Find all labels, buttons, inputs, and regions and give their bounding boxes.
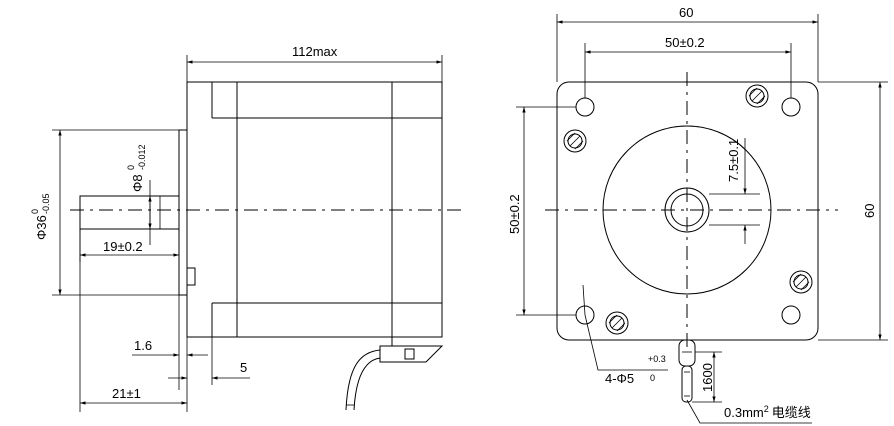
dim-hole-spacing-v: 50±0.2 xyxy=(507,194,522,234)
cable xyxy=(345,349,381,411)
dim-shaft-tol-lower: -0.012 xyxy=(137,144,147,170)
dim-cable-length: 1600 xyxy=(700,363,715,392)
dim-holes-tol-upper: +0.3 xyxy=(648,354,666,364)
cable-exit xyxy=(678,339,696,403)
dim-length-112max: 112max xyxy=(292,44,338,59)
screw-icon xyxy=(745,84,769,108)
dim-shaft-tol-upper: 0 xyxy=(126,165,136,170)
cable-connector xyxy=(379,345,444,363)
screw-icon xyxy=(563,129,587,153)
dim-height-60: 60 xyxy=(862,204,877,218)
shaft-circle-inner xyxy=(670,193,704,227)
mount-hole-top-left xyxy=(575,97,595,117)
mount-hole-top-right xyxy=(781,97,801,117)
dim-plate-gap: 5 xyxy=(240,360,247,375)
dim-flange-thickness: 1.6 xyxy=(134,338,152,353)
dim-holes: 4-Φ5 xyxy=(605,371,634,386)
side-view: 112max Φ36 0 -0.05 Φ8 0 -0.012 19±0.2 1.… xyxy=(30,44,462,412)
dim-shaft-length: 19±0.2 xyxy=(103,239,143,254)
pilot-circle xyxy=(602,125,772,295)
cable-spec-cn: 电缆线 xyxy=(772,405,811,420)
dim-boss-length: 21±1 xyxy=(112,386,141,401)
motor-shaft xyxy=(79,195,180,230)
cable-spec-sup: 2 xyxy=(764,404,769,414)
dim-flat: 7.5±0.1 xyxy=(726,139,741,182)
motor-front-boss xyxy=(178,129,188,296)
dim-shaft-diameter: Φ8 xyxy=(130,174,145,192)
screw-icon xyxy=(605,311,629,335)
dim-hole-spacing-h: 50±0.2 xyxy=(665,35,705,50)
dim-flange-tol-upper: 0 xyxy=(30,209,40,214)
screw-icon xyxy=(789,270,813,294)
mount-hole-bottom-right xyxy=(781,305,801,325)
dim-flange-tol-lower: -0.05 xyxy=(41,193,51,214)
shaft-circle-outer xyxy=(664,187,710,233)
cable-spec-size: 0.3mm xyxy=(724,405,764,420)
dim-holes-tol-lower: 0 xyxy=(650,373,655,383)
dim-flange-diameter: Φ36 xyxy=(34,215,49,240)
flange-tab xyxy=(186,267,196,286)
front-view: 60 50±0.2 50±0.2 60 7.5±0.1 4-Φ5 +0 xyxy=(507,5,888,424)
dim-width-60: 60 xyxy=(679,5,693,20)
